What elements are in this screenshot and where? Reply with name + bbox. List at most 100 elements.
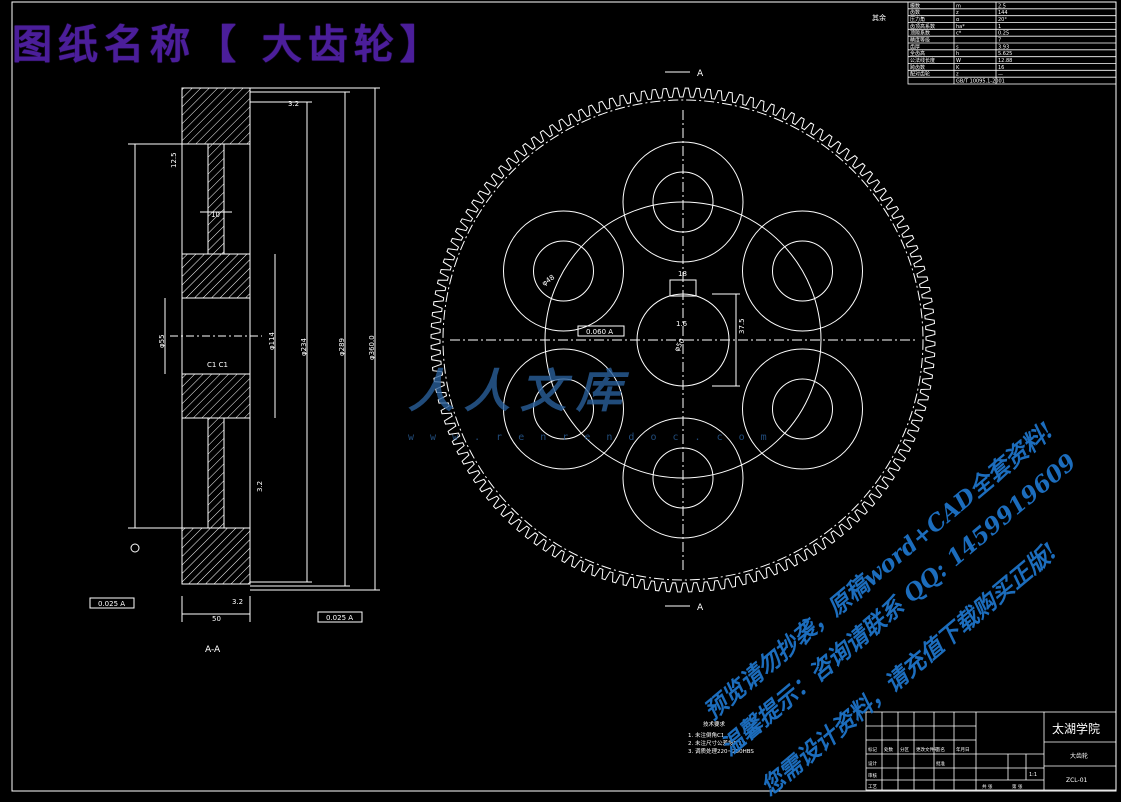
param-cell: 7 bbox=[998, 38, 1001, 44]
param-cell: — bbox=[998, 72, 1003, 78]
tb-label-5: 年月日 bbox=[956, 746, 970, 753]
dim-bore-d: φ114 bbox=[268, 331, 276, 350]
param-cell: s bbox=[956, 44, 959, 50]
section-mark-top: A bbox=[697, 69, 704, 79]
param-cell: 20° bbox=[998, 17, 1007, 23]
param-cell: 精度等级 bbox=[910, 37, 930, 44]
keyway-width: 18 bbox=[678, 270, 687, 278]
tb-sheets-total: 共 张 bbox=[982, 783, 993, 790]
lightening-hole bbox=[742, 210, 863, 332]
note-1: 1. 未注倒角C1 bbox=[688, 731, 724, 739]
param-cell: 齿顶高系数 bbox=[910, 23, 935, 30]
section-view bbox=[89, 87, 380, 623]
tb-label-0: 标记 bbox=[868, 746, 877, 753]
param-cell: 模数 bbox=[910, 2, 920, 9]
lightening-hole bbox=[772, 240, 833, 302]
param-cell: c* bbox=[956, 31, 962, 37]
param-cell: 配对齿轮 bbox=[910, 71, 930, 78]
roughness-2: 12.5 bbox=[170, 152, 178, 168]
param-table bbox=[907, 1, 1117, 85]
watermark-url: w w w . r e n r e n d o c . c o m bbox=[408, 432, 772, 443]
part-name: 大齿轮 bbox=[1070, 752, 1088, 760]
front-view-labels: A A 18 37.5 φ50 φ48 0.060 A 1.6 bbox=[541, 69, 746, 613]
tb-label-6: 设计 bbox=[868, 760, 877, 767]
param-cell: K bbox=[956, 65, 960, 71]
lightening-hole bbox=[503, 210, 624, 332]
param-cell: 顶隙系数 bbox=[910, 30, 930, 37]
tb-label-9: 批准 bbox=[936, 760, 945, 767]
tolerance-right: 0.025 A bbox=[326, 614, 353, 622]
param-cell: 16 bbox=[998, 65, 1004, 71]
roughness-1: 3.2 bbox=[288, 100, 299, 108]
tb-label-4: 签名 bbox=[936, 746, 945, 753]
tb-label-2: 分区 bbox=[900, 746, 909, 753]
param-cell: 全齿高 bbox=[910, 50, 925, 57]
dim-tip-d: φ289 bbox=[338, 338, 346, 356]
keyway-depth: 37.5 bbox=[738, 318, 746, 334]
param-cell: W bbox=[956, 58, 961, 64]
param-cell: 3.93 bbox=[998, 44, 1009, 50]
dim-overall-width: 50 bbox=[212, 615, 221, 623]
dim-rim-step: 10 bbox=[211, 211, 220, 219]
param-cell: 压力角 bbox=[910, 16, 925, 23]
lightening-hole bbox=[772, 378, 833, 440]
front-roughness: 1.6 bbox=[676, 320, 688, 328]
gear-teeth-outline bbox=[430, 87, 936, 593]
dim-outer-d: φ360.0 bbox=[368, 335, 376, 360]
roughness-3: 3.2 bbox=[256, 481, 264, 492]
dim-bore-small: φ55 bbox=[158, 334, 166, 348]
section-mark-bottom: A bbox=[697, 603, 704, 613]
notes: 技术要求 1. 未注倒角C1 2. 未注尺寸公差按IT12 3. 调质处理220… bbox=[688, 720, 754, 755]
param-cell: 齿厚 bbox=[910, 44, 920, 50]
param-cell: 跨齿数 bbox=[910, 64, 925, 71]
school-name: 太湖学院 bbox=[1052, 721, 1100, 736]
param-cell: 0.25 bbox=[998, 31, 1009, 37]
note-2: 2. 未注尺寸公差按IT12 bbox=[688, 739, 745, 747]
tb-label-8: 工艺 bbox=[868, 784, 877, 790]
param-cell: 12.88 bbox=[998, 58, 1012, 64]
lightening-hole bbox=[533, 378, 594, 440]
param-cell: 144 bbox=[998, 10, 1008, 16]
param-cell: 齿数 bbox=[910, 9, 920, 16]
corner-symbol: 其余 bbox=[872, 13, 886, 22]
param-cell: m bbox=[956, 3, 961, 9]
param-table-text: 模数 m 2.5 齿数 z 144 压力角 α 20° 齿顶高系数 ha* 1 顶隙系数 c* 0.25 精度… bbox=[910, 2, 1012, 84]
section-view-labels: φ360.0 φ289 φ234 φ114 φ55 50 10 C1 C1 3.… bbox=[98, 100, 376, 655]
title-block-text: 太湖学院 大齿轮 ZCL-01 1:1 标记 处数 分区 更改文件号 签名 年月… bbox=[868, 721, 1100, 790]
title-block bbox=[865, 711, 1117, 791]
drawing-number: ZCL-01 bbox=[1066, 777, 1088, 784]
watermark-logo: 人人文库 bbox=[408, 364, 632, 418]
roughness-4: 3.2 bbox=[232, 598, 243, 606]
param-cell: GB/T 10095.1-2001 bbox=[956, 79, 1005, 85]
dim-root-d: φ234 bbox=[300, 337, 308, 356]
drawing-title-banner: 图纸名称【 大齿轮】 bbox=[12, 21, 446, 68]
hole-dia: φ48 bbox=[541, 273, 557, 287]
param-cell: 5.625 bbox=[998, 51, 1012, 57]
notes-heading: 技术要求 bbox=[703, 720, 726, 728]
tolerance-left: 0.025 A bbox=[98, 600, 125, 608]
view-label: A-A bbox=[205, 645, 221, 655]
lightening-hole bbox=[742, 348, 863, 470]
tb-label-1: 处数 bbox=[884, 746, 893, 753]
note-3: 3. 调质处理220~250HBS bbox=[688, 747, 754, 755]
tb-sheet-no: 第 张 bbox=[1012, 783, 1023, 790]
param-cell: z bbox=[956, 10, 959, 16]
lightening-hole bbox=[503, 348, 624, 470]
front-tolerance: 0.060 A bbox=[586, 328, 613, 336]
tb-label-3: 更改文件号 bbox=[916, 746, 939, 753]
sheet-border bbox=[11, 1, 1117, 792]
front-view bbox=[430, 71, 936, 607]
param-cell: h bbox=[956, 51, 959, 57]
param-cell: 1 bbox=[998, 24, 1001, 30]
param-cell: 公法线长度 bbox=[910, 57, 935, 64]
scale-value: 1:1 bbox=[1029, 772, 1037, 778]
param-cell: ha* bbox=[956, 24, 965, 30]
dim-chamfer: C1 C1 bbox=[207, 361, 228, 369]
param-cell: α bbox=[956, 17, 960, 23]
param-cell: z bbox=[956, 72, 959, 78]
tb-label-7: 审核 bbox=[868, 772, 877, 779]
lightening-hole bbox=[533, 240, 594, 302]
param-cell: 2.5 bbox=[998, 3, 1006, 9]
